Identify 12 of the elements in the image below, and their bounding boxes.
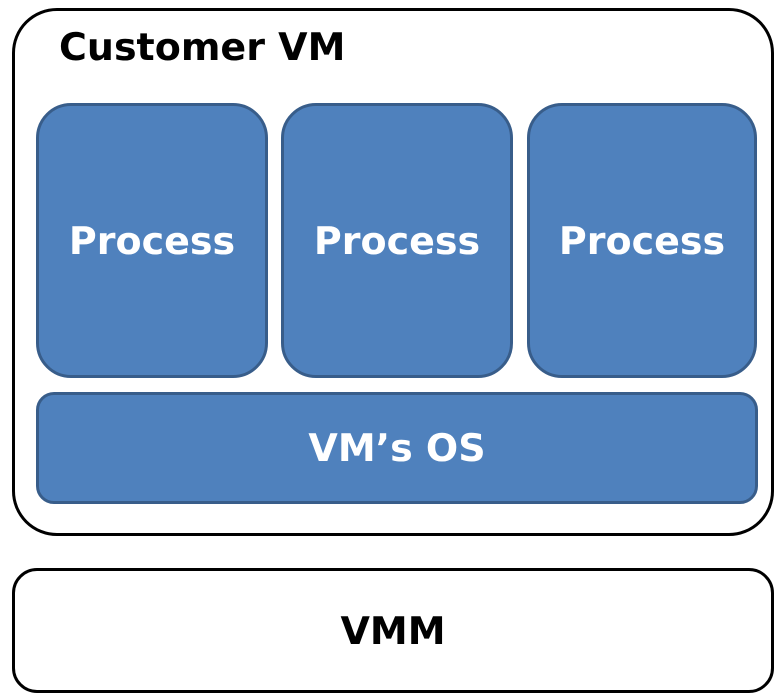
layer-label: Process	[314, 218, 480, 262]
layer-label: VMM	[340, 608, 446, 652]
group-title: Customer VM	[59, 25, 346, 69]
layer-label: VM’s OS	[308, 426, 486, 470]
vmm-layer-box	[12, 568, 774, 693]
layer-label: Process	[68, 218, 236, 262]
os-layer-bar	[36, 392, 758, 504]
process-box	[281, 103, 513, 378]
process-box	[36, 103, 268, 378]
layer-label: Process	[558, 218, 726, 262]
vm-container	[12, 8, 774, 536]
process-box	[527, 103, 757, 378]
